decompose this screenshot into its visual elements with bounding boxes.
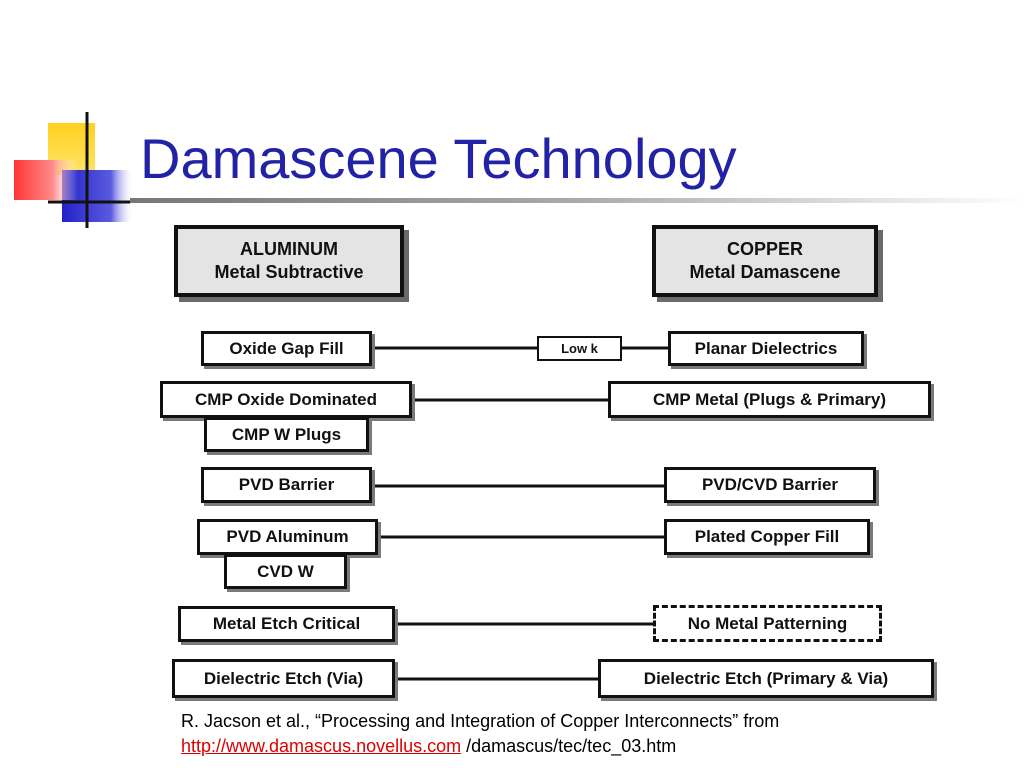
copper-header-box: COPPER Metal Damascene — [652, 225, 878, 297]
citation-link[interactable]: http://www.damascus.novellus.com — [181, 736, 462, 756]
box-cvd-w: CVD W — [224, 554, 347, 589]
box-cmp-w-plugs: CMP W Plugs — [204, 417, 369, 452]
box-cmp-oxide-dominated: CMP Oxide Dominated — [160, 381, 412, 418]
box-dielectric-etch-primary-via: Dielectric Etch (Primary & Via) — [598, 659, 934, 698]
slide-title: Damascene Technology — [140, 127, 737, 190]
title-underline — [130, 198, 1024, 203]
box-pvd-cvd-barrier: PVD/CVD Barrier — [664, 467, 876, 503]
box-low-k: Low k — [537, 336, 622, 361]
citation-line2: http://www.damascus.novellus.com /damasc… — [181, 734, 779, 759]
box-planar-dielectrics: Planar Dielectrics — [668, 331, 864, 366]
copper-header-line2: Metal Damascene — [689, 262, 841, 282]
aluminum-header-box: ALUMINUM Metal Subtractive — [174, 225, 404, 297]
box-plated-copper-fill: Plated Copper Fill — [664, 519, 870, 555]
aluminum-header-line2: Metal Subtractive — [214, 262, 364, 282]
box-metal-etch-critical: Metal Etch Critical — [178, 606, 395, 642]
box-pvd-barrier: PVD Barrier — [201, 467, 372, 503]
citation-suffix: /damascus/tec/tec_03.htm — [461, 736, 677, 756]
box-oxide-gap-fill: Oxide Gap Fill — [201, 331, 372, 366]
box-cmp-metal: CMP Metal (Plugs & Primary) — [608, 381, 931, 418]
aluminum-header-line1: ALUMINUM — [240, 239, 338, 259]
box-no-metal-patterning: No Metal Patterning — [653, 605, 882, 642]
box-pvd-aluminum: PVD Aluminum — [197, 519, 378, 555]
copper-header-line1: COPPER — [726, 239, 804, 259]
citation-line1: R. Jacson et al., “Processing and Integr… — [181, 711, 780, 731]
citation: R. Jacson et al., “Processing and Integr… — [181, 709, 779, 759]
box-dielectric-etch-via: Dielectric Etch (Via) — [172, 659, 395, 698]
slide-corner-ornament — [14, 112, 132, 228]
deco-red-bar — [14, 160, 78, 200]
